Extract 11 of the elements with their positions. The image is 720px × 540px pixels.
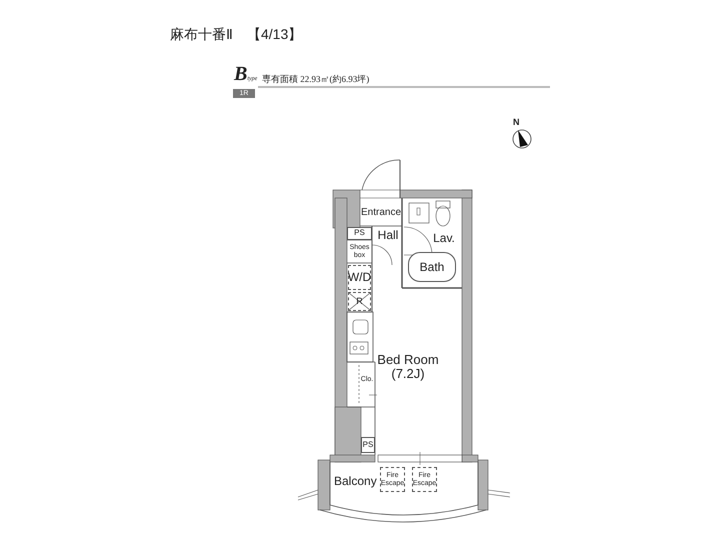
floor-area-text: 専有面積 22.93㎡(約6.93坪) — [262, 73, 370, 86]
pipe-space: PS — [347, 227, 372, 240]
title: 麻布十番Ⅱ 【4/13】 — [170, 26, 302, 44]
entrance-area: Entrance — [361, 202, 401, 224]
room-label: Balcony — [334, 475, 377, 488]
north-label: N — [513, 117, 520, 127]
pipe-space: PS — [361, 437, 375, 453]
bathtub: Bath — [408, 252, 456, 282]
lavatory-area: Lav. — [428, 228, 460, 248]
washer-space: W/D — [348, 265, 371, 290]
hall-area: Hall — [374, 227, 402, 244]
